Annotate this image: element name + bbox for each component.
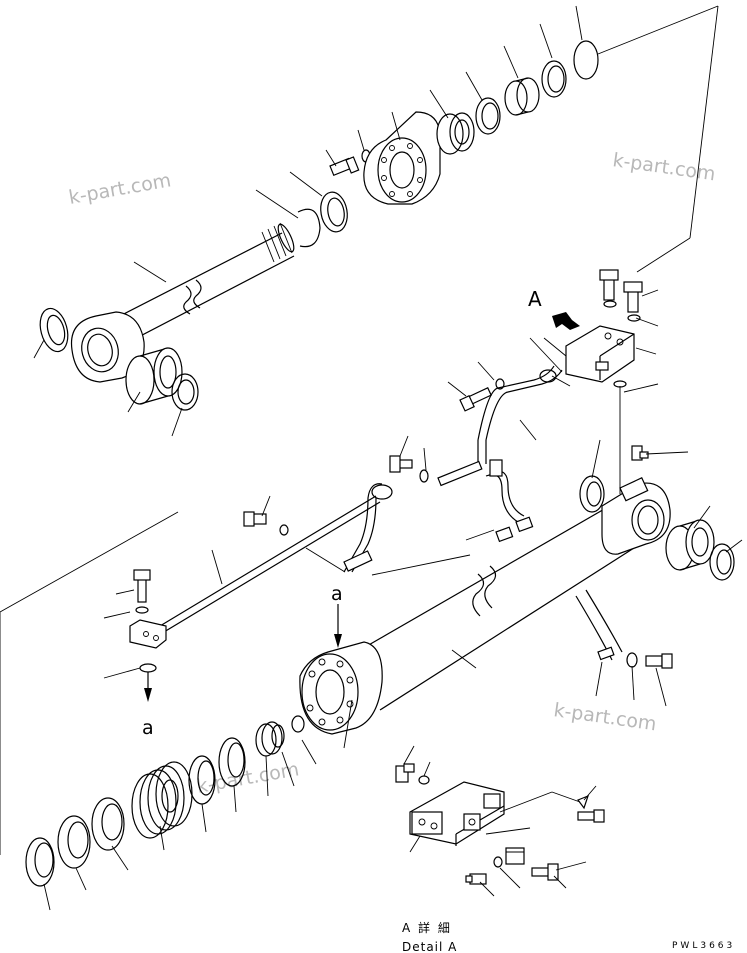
- grease-fitting: [631, 445, 649, 461]
- hydraulic-pipe: [149, 483, 393, 639]
- section-label-upper: a: [331, 583, 343, 605]
- detail-leader-lines: [403, 745, 597, 897]
- rod-eye-dust-seal: [171, 373, 199, 411]
- section-label-lower: a: [142, 717, 154, 739]
- section-arrow-lower: a: [142, 672, 154, 739]
- piston-ring-2: [475, 97, 501, 135]
- rod-bushing: [125, 347, 183, 405]
- rod-eye-seal: [39, 307, 69, 353]
- valve-bolt-2: [623, 281, 643, 322]
- piston-ring-4: [541, 60, 567, 98]
- detail-shim: [577, 794, 589, 810]
- detail-plug: [505, 847, 525, 865]
- clamp-washer: [626, 652, 638, 668]
- leader-lines-top: [33, 5, 583, 437]
- detail-caption-english: Detail A: [402, 940, 457, 953]
- dust-seal-bottom: [25, 837, 55, 887]
- rod-ring: [320, 191, 348, 233]
- bottom-bushing: [665, 519, 715, 571]
- wear-ring: [91, 797, 125, 851]
- detail-bolt-1: [577, 809, 605, 823]
- watermark-top-left: k-part.com: [67, 169, 173, 209]
- tube-end-seal: [579, 475, 605, 513]
- drawing-code: PWL3663: [672, 941, 735, 951]
- pipe-bolt-2: [389, 455, 429, 483]
- piston-rod: [70, 222, 295, 383]
- detail-o-ring-1: [418, 775, 430, 785]
- cylinder-head: [299, 641, 383, 735]
- detail-a-valve: [409, 781, 505, 846]
- detail-bolt-2: [531, 863, 559, 881]
- flange-block: [129, 619, 167, 649]
- detail-caption-japanese: A 詳 細: [402, 920, 452, 935]
- pipe-bolt-1: [459, 378, 505, 412]
- piston-ring-1: [436, 112, 475, 155]
- pipe-bolt-3: [243, 511, 289, 536]
- piston-ring-5: [573, 40, 599, 80]
- watermark-top-right: k-part.com: [611, 149, 717, 185]
- rod-seal: [57, 815, 91, 869]
- view-label-a: A: [528, 287, 542, 311]
- view-arrow-a: A: [528, 287, 580, 330]
- pipe-clamp-lower: [575, 589, 623, 661]
- piston: [363, 111, 441, 205]
- flange-o-ring: [139, 663, 157, 673]
- pipe-clamp-upper: [437, 459, 534, 543]
- safety-valve-block: [565, 325, 635, 383]
- backup-ring: [218, 737, 246, 787]
- detail-connector: [465, 873, 487, 885]
- clamp-bolt: [645, 653, 673, 669]
- section-arrow-upper: a: [331, 583, 343, 648]
- piston-packing: [131, 761, 193, 839]
- valve-pipe: [477, 365, 563, 466]
- assembly-boundary-lines: [0, 5, 719, 855]
- leader-lines-bottom: [43, 289, 743, 911]
- flange-bolt: [133, 569, 151, 614]
- snap-ring: [297, 208, 321, 248]
- detail-elbow-fitting: [395, 763, 415, 783]
- head-o-ring: [255, 721, 285, 757]
- cylinder-tube: [359, 477, 671, 711]
- piston-bolt: [329, 149, 371, 177]
- bottom-dust-seal: [709, 543, 735, 581]
- watermark-bottom-right: k-part.com: [552, 699, 658, 735]
- valve-bolt-1: [599, 269, 619, 308]
- detail-o-ring-2: [493, 856, 503, 868]
- piston-ring-3: [504, 77, 540, 116]
- head-backup-ring: [291, 715, 305, 733]
